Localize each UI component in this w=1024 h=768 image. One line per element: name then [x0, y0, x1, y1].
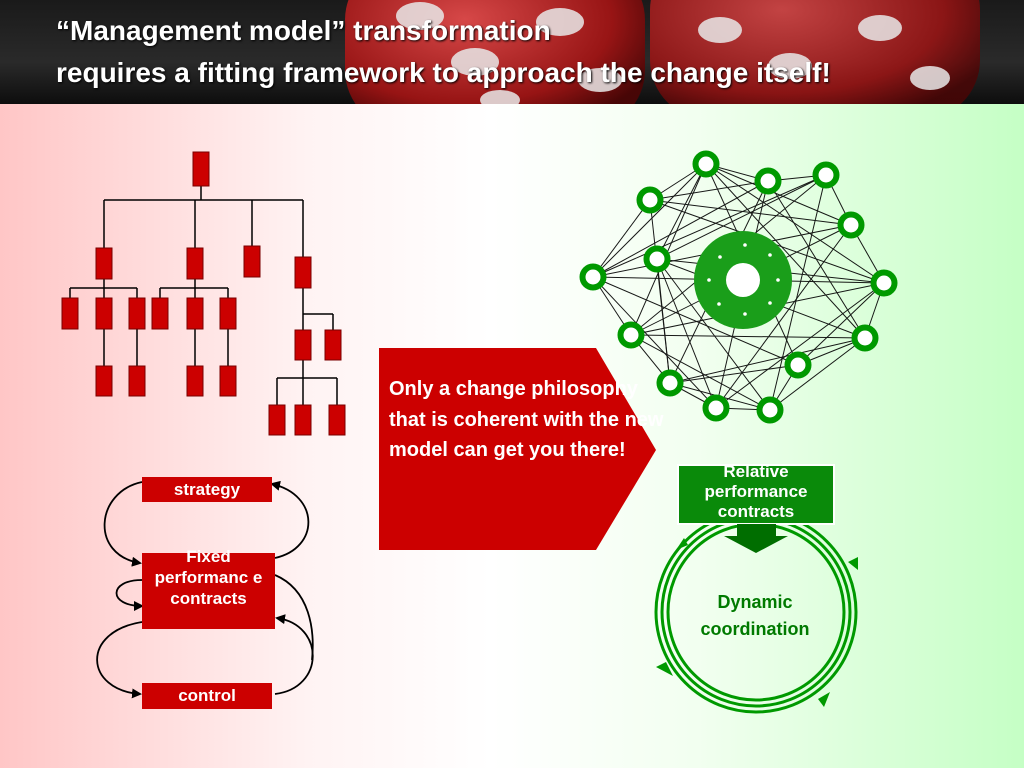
org-chart: [61, 151, 346, 436]
left-cycle: [96, 477, 314, 709]
dice-image: [345, 0, 980, 104]
control-box: [142, 683, 272, 709]
fixed-contracts-box: [142, 553, 275, 629]
strategy-label: strategy: [173, 480, 241, 499]
strategy-box: [142, 477, 272, 502]
title-line-1: “Management model” transformation: [56, 15, 551, 46]
relative-contracts-label: Relative performance contracts: [704, 462, 808, 521]
header-banner: “Management model” transformation requir…: [0, 0, 1024, 104]
title-line-2: requires a fitting framework to approach…: [56, 57, 831, 88]
control-label: control: [178, 686, 236, 705]
network-diagram: [579, 150, 898, 424]
fixed-contracts-label: Fixed performanc e contracts: [154, 547, 263, 608]
callout-arrow: [379, 348, 656, 550]
callout-text: Only a change philosophy that is coheren…: [389, 378, 664, 461]
down-arrow: [724, 524, 788, 553]
right-cycle: [654, 464, 858, 714]
relative-contracts-box: [677, 464, 835, 525]
dynamic-coordination-label: Dynamic coordination: [700, 592, 810, 639]
